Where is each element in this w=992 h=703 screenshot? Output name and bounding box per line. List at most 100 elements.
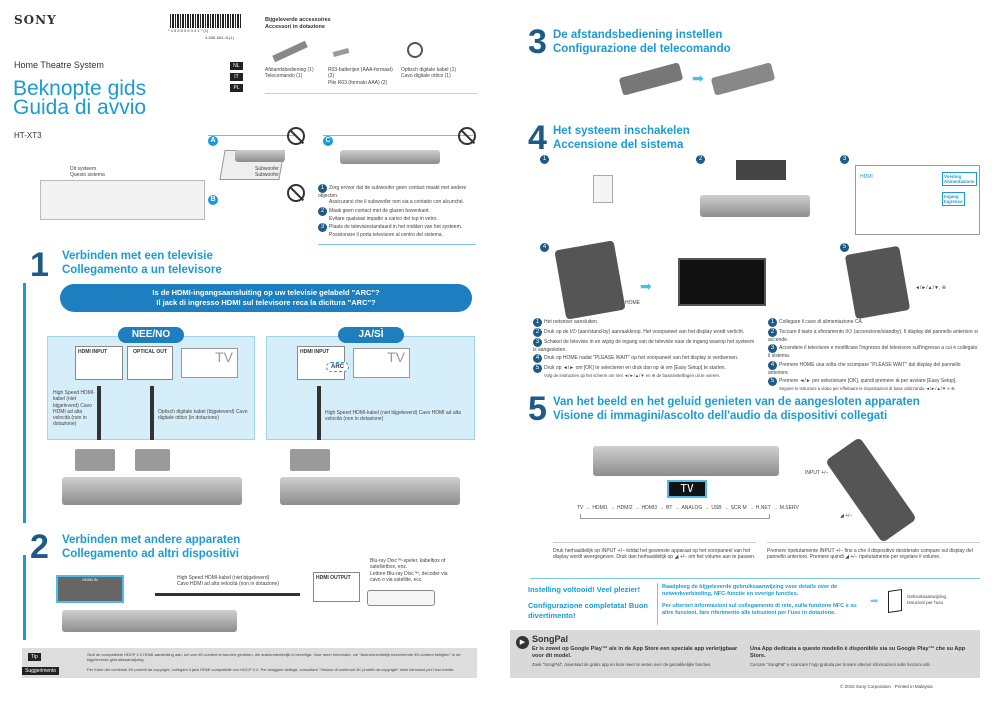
arrow-icon: ➡ xyxy=(870,596,879,607)
input-option: BT xyxy=(666,505,673,511)
accessory-it: Cavo digitale ottico (1) xyxy=(401,73,451,80)
question-nl: Is de HDMI-ingangsaansluiting op uw tele… xyxy=(152,288,380,297)
divider xyxy=(323,135,473,136)
front-display: TV xyxy=(667,480,707,498)
step-note: Seguire le istruzioni a video per effett… xyxy=(779,385,956,391)
step-badge: 5 xyxy=(768,376,777,386)
manual-label: Gebruiksaanwijzing Istruzioni per l'uso xyxy=(907,594,947,606)
note-it: Posizionare il porta televisore al centr… xyxy=(329,231,443,238)
yes-label: JA/SÌ xyxy=(338,327,404,343)
input-option: HDMI1 xyxy=(592,505,608,511)
label-c: C xyxy=(323,136,333,146)
tv-image: TV xyxy=(353,348,410,378)
section-5-title: Van het beeld en het geluid genieten van… xyxy=(553,395,920,423)
step-badge: 1 xyxy=(540,155,549,164)
tv-image: TV xyxy=(181,348,238,378)
step-text: Druk op ◄/► om [OK] te selecteren en dru… xyxy=(544,365,726,372)
note-it: Assicurarsi che il subwoofer non sia a c… xyxy=(329,199,465,206)
optical-cable xyxy=(150,386,154,440)
system-illustration xyxy=(235,150,285,162)
songpal-box: ▶ SongPal Er is zowel op Google Play™ al… xyxy=(510,630,980,678)
step-badge: 5 xyxy=(840,243,849,252)
accessory-nl: Optisch digitale kabel (1) xyxy=(401,67,457,73)
question-it: Il jack di ingresso HDMI sul televisore … xyxy=(156,298,376,307)
hdmi-cable-label: High Speed HDMI-kabel (niet bijgeleverd)… xyxy=(177,575,279,588)
title-nl: Van het beeld en het geluid genieten van… xyxy=(553,396,920,408)
title-nl: Verbinden met een televisie xyxy=(62,250,213,262)
easy-setup-screen xyxy=(678,258,766,306)
system-image xyxy=(700,195,810,217)
input-option: SCR M xyxy=(730,505,747,511)
tip-label: Tip xyxy=(28,653,41,661)
power-button-closeup xyxy=(736,160,786,180)
title-nl: De afstandsbediening instellen xyxy=(553,29,723,41)
input-chain: TV→ HDMI1→ HDMI2→ HDMI3→ BT→ ANALOG→ USB… xyxy=(577,505,799,511)
arc-question-banner: Is de HDMI-ingangsaansluiting op uw tele… xyxy=(60,284,472,312)
completion-it: Configurazione completata! Buon divertim… xyxy=(528,601,648,620)
remote-home-image xyxy=(554,240,626,320)
section-5-text-nl: Druk herhaaldelijk op INPUT +/− totdat h… xyxy=(553,548,756,561)
hdmi-cable xyxy=(317,386,321,440)
divider xyxy=(530,578,980,579)
tv-input-image: HDMI Voeding Alimentazione Ingang Ingres… xyxy=(855,165,980,235)
input-option: H.NET xyxy=(755,505,771,511)
title-it: Visione di immagini/ascolto dell'audio d… xyxy=(553,410,888,422)
step-text: Het netsnoer aansluiten. xyxy=(544,319,599,325)
input-option: TV xyxy=(577,505,584,511)
part-number: 4-558-563-41(1) xyxy=(205,35,234,40)
step-badge: 2 xyxy=(696,155,705,164)
info-nl: Raadpleeg de bijgeleverde gebruiksaanwij… xyxy=(662,584,838,597)
system-with-subwoofer xyxy=(340,150,440,164)
step-badge: 1 xyxy=(533,318,542,327)
prohibited-icon xyxy=(287,127,305,145)
input-option: ANALOG xyxy=(681,505,703,511)
product-type: Home Theatre System xyxy=(14,60,104,70)
input-label: Ingang Ingresso xyxy=(942,192,965,206)
remote-arrows-image xyxy=(844,245,911,320)
accessory-nl: R03-batterijen (AAA-formaat) (2) xyxy=(328,67,393,80)
step-text: Schakel de televisie in en wijzig de ing… xyxy=(533,339,755,353)
step-badge: 3 xyxy=(768,344,777,354)
barcode xyxy=(170,14,242,28)
section-1-number: 1 xyxy=(30,246,49,284)
accessory-item: Optisch digitale kabel (1)Cavo digitale … xyxy=(401,67,471,80)
batteries-image xyxy=(332,48,350,57)
sony-logo: SONY xyxy=(14,13,57,27)
step-badge: 4 xyxy=(768,360,777,370)
arrow-icon: → xyxy=(772,505,778,511)
input-option: HDMI3 xyxy=(641,505,658,511)
soundbar-rear xyxy=(62,477,242,505)
tv-stand-illustration xyxy=(40,180,205,220)
title-it: Guida di avvio xyxy=(13,96,147,119)
hdmi-output-jack: HDMI OUTPUT xyxy=(313,572,360,602)
hdmi-label: HDMI xyxy=(860,174,873,180)
completion-nl: Instelling voltooid! Veel plezier! xyxy=(528,585,641,594)
title-nl: Verbinden met andere apparaten xyxy=(62,534,241,546)
accessory-nl: Afstandsbediening (1) xyxy=(265,67,314,73)
note-nl: Zorg ervoor dat de subwoofer geen contac… xyxy=(318,185,467,199)
subwoofer-label: Subwoofer Subwoofer xyxy=(255,166,279,179)
arrow-icon: ➡ xyxy=(640,278,652,294)
copyright: © 2015 Sony Corporation Printed in Malay… xyxy=(840,684,933,689)
prohibited-icon xyxy=(287,184,305,202)
divider xyxy=(265,93,477,94)
label-a: A xyxy=(208,136,218,146)
step-badge: 4 xyxy=(533,354,542,364)
arc-label: ARC xyxy=(326,362,349,372)
arrow-icon: → xyxy=(723,505,729,511)
system-label: Dit systeem Questo sistema xyxy=(70,166,105,179)
info-it: Per ulteriori informazioni sul collegame… xyxy=(662,603,857,616)
step-badge: 5 xyxy=(533,364,542,374)
volume-label: ◢ +/− xyxy=(840,513,853,519)
arrow-icon: → xyxy=(748,505,754,511)
wall-outlet-image xyxy=(593,175,613,203)
section-2-number: 2 xyxy=(30,528,49,566)
note-nl: Maak geen contact met de glazen bovenkan… xyxy=(329,207,430,214)
step-note: Volg de instructies op het scherm om met… xyxy=(544,373,721,379)
barcode-number: * 4 5 5 8 5 6 3 4 1 * (1) xyxy=(168,28,209,33)
step-badge: 2 xyxy=(318,206,327,216)
